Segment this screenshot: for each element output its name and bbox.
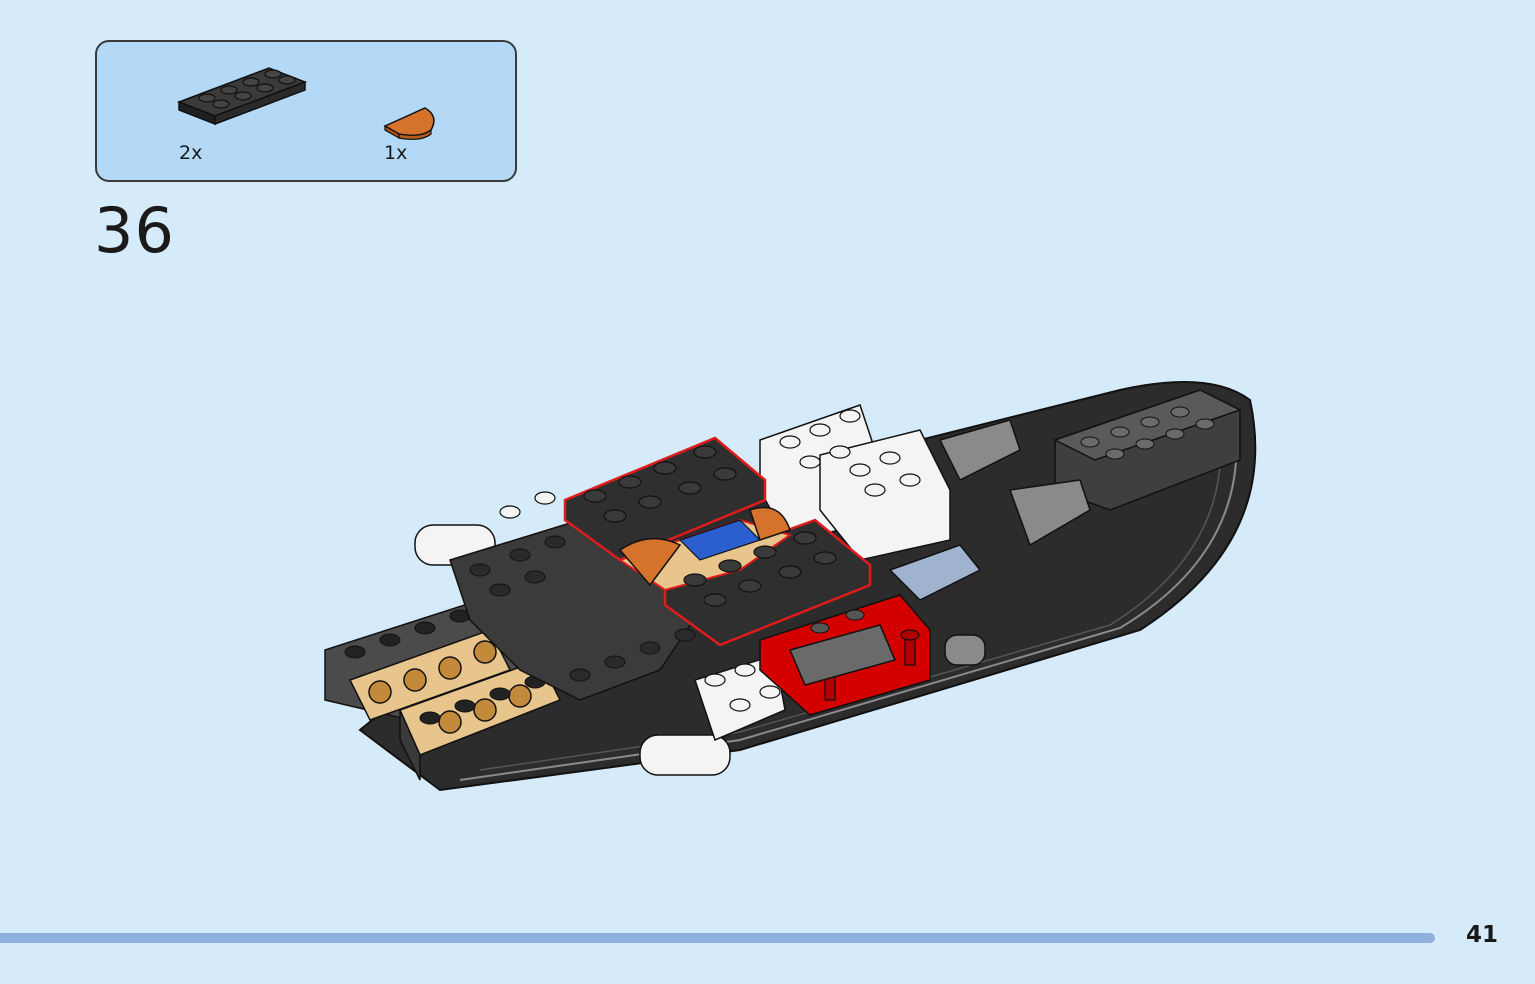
part-quantity: 2x [179, 142, 203, 164]
progress-bar [0, 933, 1435, 943]
model-illustration [324, 381, 1257, 792]
progress-fill [0, 933, 1342, 943]
rear-gray-bricks [938, 389, 1242, 547]
highlighted-new-parts [563, 436, 872, 647]
dark-body [449, 519, 982, 701]
orange-tile-icon [383, 107, 435, 140]
black-plate-icon [177, 67, 308, 126]
step-number: 36 [94, 194, 175, 267]
part-quantity: 1x [384, 142, 408, 164]
white-bricks [414, 404, 951, 776]
parts-callout: 2x 1x [95, 40, 517, 182]
red-bricks [759, 594, 986, 716]
page-number: 41 [1466, 922, 1499, 948]
